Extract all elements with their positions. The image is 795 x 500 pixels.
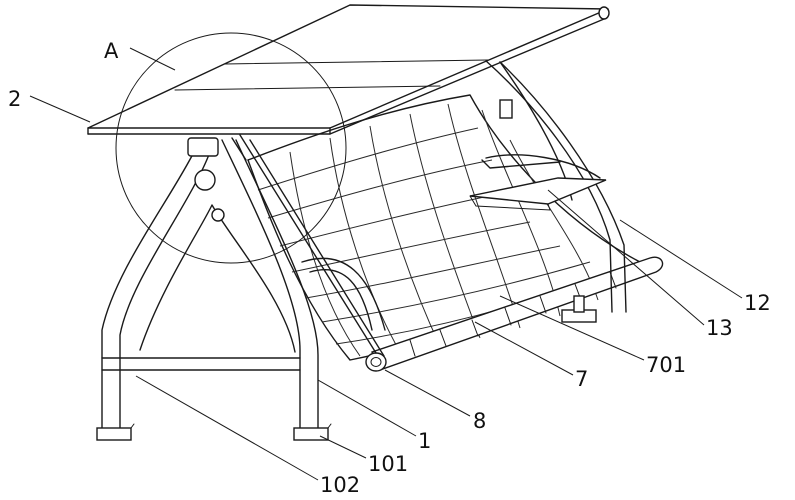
- label-side-frame: 12: [744, 291, 771, 315]
- left-armrest-inner: [309, 269, 373, 331]
- seat-slats: [371, 256, 664, 371]
- label-seat: 7: [575, 367, 588, 391]
- label-canopy: 2: [8, 87, 21, 111]
- label-armrest-tray: 13: [706, 316, 733, 340]
- label-frame: 1: [418, 429, 431, 453]
- label-net-strip: 701: [646, 353, 686, 377]
- armrest-tray: [469, 154, 607, 211]
- roller: [239, 134, 387, 372]
- hinge: [187, 137, 247, 222]
- label-A: A: [104, 39, 119, 63]
- label-roller: 8: [473, 409, 486, 433]
- callouts: A 2 12 13 701 7 8 1 101 102: [8, 39, 771, 497]
- canopy: [87, 4, 610, 135]
- label-foot: 101: [368, 452, 408, 476]
- right-frame: [484, 59, 627, 323]
- label-crossbar: 102: [320, 473, 360, 497]
- seat-net: [247, 94, 646, 361]
- detail-circle-a: [115, 32, 347, 264]
- left-armrest: [301, 257, 386, 331]
